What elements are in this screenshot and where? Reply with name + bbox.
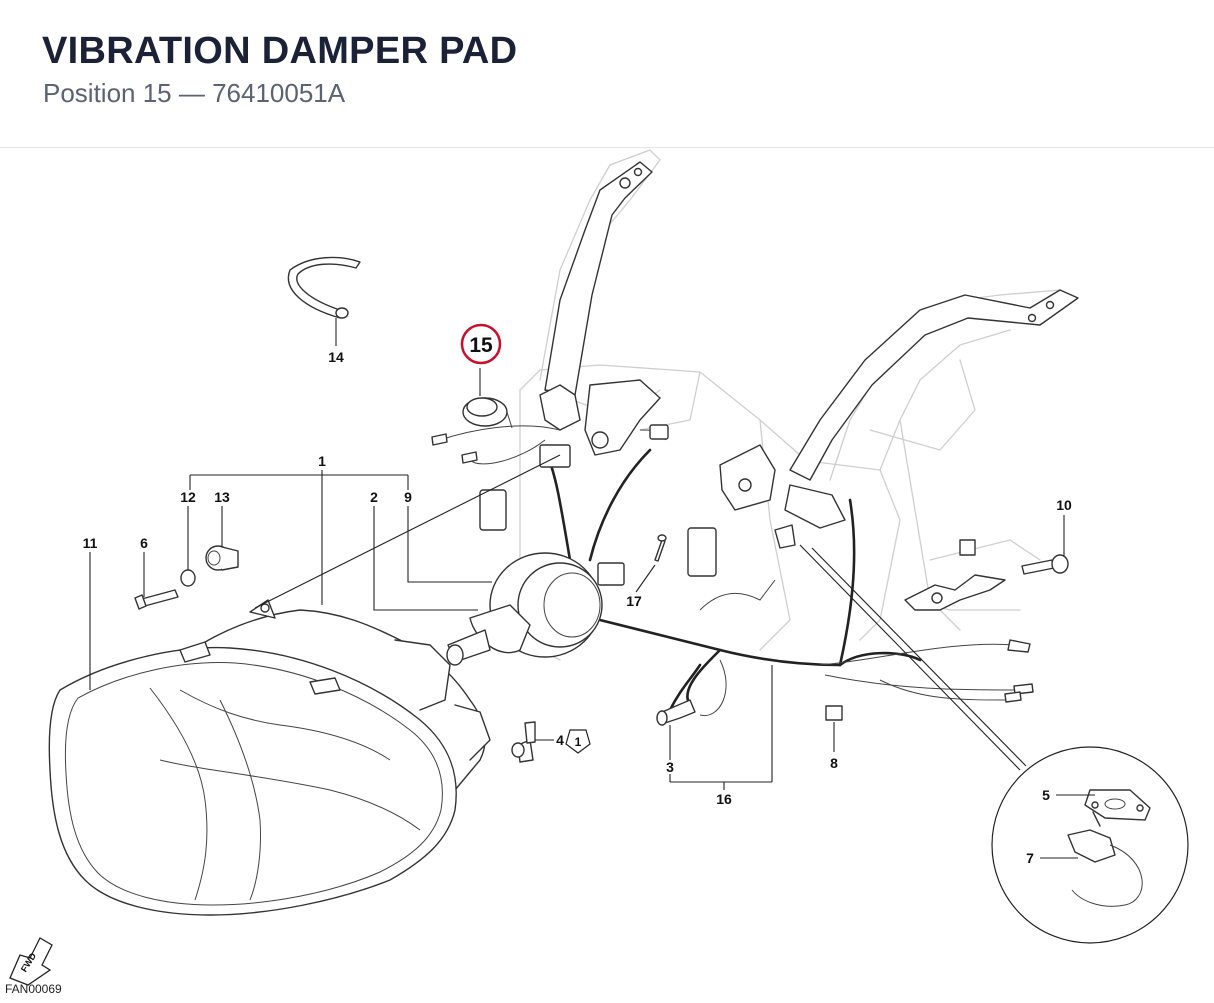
callout-7[interactable]: 7 — [1026, 850, 1034, 866]
callout-14[interactable]: 14 — [328, 349, 344, 365]
exploded-parts-diagram: 14 1 12 13 2 9 11 6 17 10 4 1 3 16 8 5 7… — [9, 149, 1189, 986]
callout-15[interactable]: 15 — [469, 334, 493, 357]
page-header: VIBRATION DAMPER PAD Position 15 — 76410… — [0, 0, 1214, 148]
callout-12[interactable]: 12 — [180, 489, 196, 505]
callout-6[interactable]: 6 — [140, 535, 148, 551]
callout-5[interactable]: 5 — [1042, 787, 1050, 803]
callout-9[interactable]: 9 — [404, 489, 412, 505]
callout-11[interactable]: 11 — [83, 535, 98, 551]
callout-labels: 14 1 12 13 2 9 11 6 17 10 4 1 3 16 8 5 7 — [83, 349, 1072, 866]
callout-10[interactable]: 10 — [1056, 497, 1072, 513]
callout-13[interactable]: 13 — [214, 489, 230, 505]
cable-tie-part — [287, 256, 361, 319]
callout-4-reference: 1 — [575, 735, 582, 749]
headlight-stay-right — [789, 289, 1079, 481]
pentagon-reference-icon — [565, 729, 591, 754]
callout-2[interactable]: 2 — [370, 489, 378, 505]
callout-4[interactable]: 4 — [556, 732, 564, 748]
page-subtitle: Position 15 — 76410051A — [43, 78, 346, 108]
leader-lines — [89, 318, 1095, 859]
wiring-harness — [431, 424, 1034, 721]
callout-3[interactable]: 3 — [666, 759, 674, 775]
headlight-stay-left — [544, 161, 653, 396]
highlighted-callout-15[interactable]: 15 — [460, 323, 502, 365]
fwd-arrow-icon: FWD — [9, 937, 53, 986]
callout-1[interactable]: 1 — [318, 453, 326, 469]
headlight-bulb-shell — [446, 552, 603, 666]
callout-16[interactable]: 16 — [716, 791, 732, 807]
damper-pad-part — [462, 397, 513, 429]
drawing-code: FAN00069 — [5, 982, 62, 996]
headlight-lens — [48, 641, 457, 916]
callout-8[interactable]: 8 — [830, 755, 838, 771]
washer-bolt-parts — [134, 545, 239, 610]
mount-bracket — [539, 379, 776, 511]
highlight-ring — [460, 323, 502, 365]
screw-parts — [654, 524, 1069, 575]
page-title: VIBRATION DAMPER PAD — [42, 30, 518, 72]
side-bracket — [904, 539, 1006, 611]
bulb-socket-part — [511, 699, 696, 763]
detail-magnifier — [799, 544, 1189, 944]
callout-17[interactable]: 17 — [626, 593, 642, 609]
